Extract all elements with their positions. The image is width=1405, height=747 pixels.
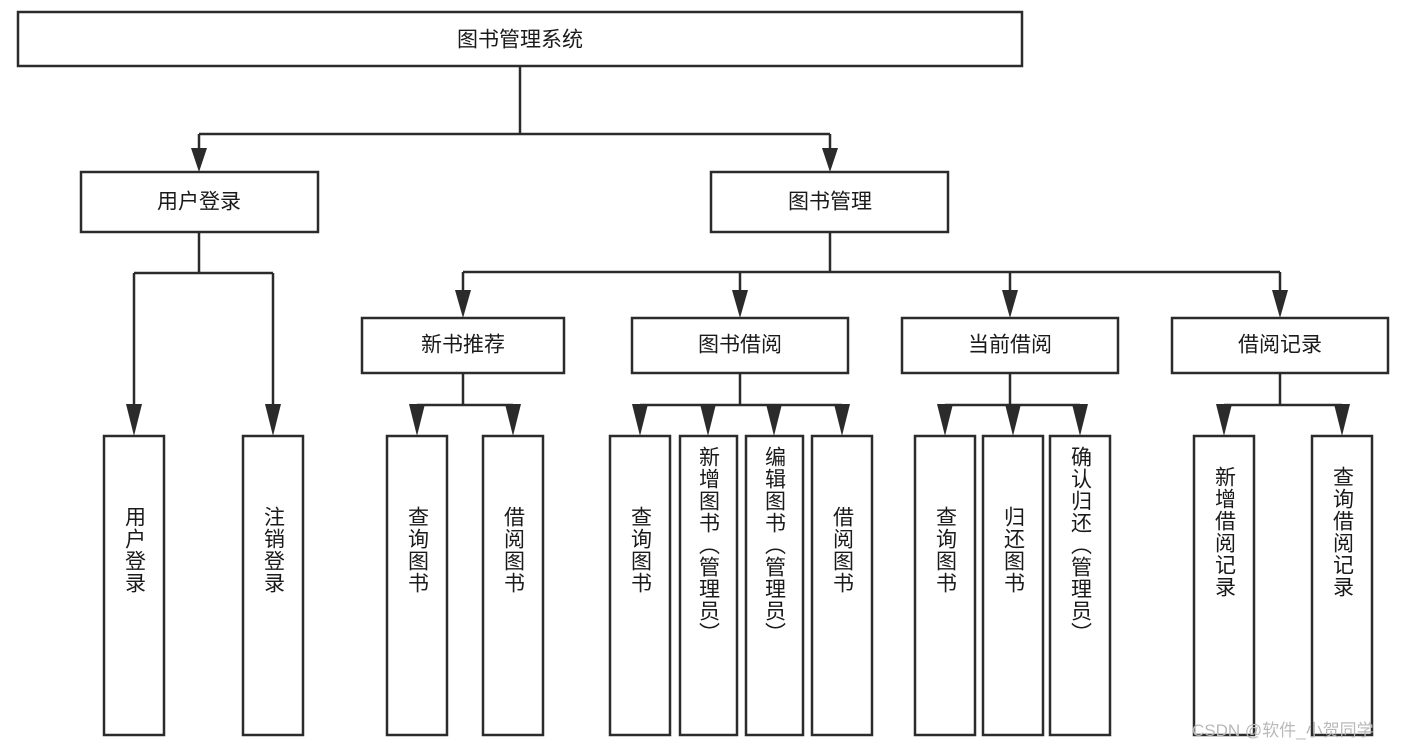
node-box-current-borrow[interactable] <box>900 316 1120 375</box>
node-box-leaf-user-login[interactable] <box>102 434 166 737</box>
arrow-to-leaf-return-book <box>1005 404 1021 436</box>
arrow-to-leaf-logout <box>265 404 281 436</box>
node-box-leaf-add-book[interactable] <box>678 434 739 737</box>
node-label-leaf-logout: 注销登录 <box>261 506 285 594</box>
arrow-to-current-borrow <box>1002 290 1018 318</box>
node-box-book-borrow[interactable] <box>630 316 850 375</box>
node-box-leaf-query-record[interactable] <box>1310 434 1374 737</box>
connector-group-root <box>191 66 838 172</box>
node-label-root: 图书管理系统 <box>457 29 583 52</box>
connector-group-new-book-recommend <box>409 373 521 436</box>
arrow-to-leaf-borrow-book-1 <box>505 404 521 436</box>
node-label-leaf-confirm-return: 确认归还（管理员） <box>1068 446 1092 644</box>
node-label-book-management: 图书管理 <box>788 191 872 214</box>
node-label-leaf-borrow-book-1: 借阅图书 <box>501 506 525 594</box>
node-box-leaf-add-record[interactable] <box>1192 434 1256 737</box>
node-box-leaf-borrow-book-1[interactable] <box>481 434 545 737</box>
node-box-leaf-edit-book[interactable] <box>744 434 805 737</box>
arrow-to-book-borrow <box>732 290 748 318</box>
arrow-to-borrow-record <box>1272 290 1288 318</box>
node-label-leaf-return-book: 归还图书 <box>1001 506 1025 594</box>
arrow-to-leaf-edit-book <box>766 404 782 436</box>
arrow-to-book-management <box>822 148 838 172</box>
node-label-borrow-record: 借阅记录 <box>1238 334 1322 357</box>
node-label-leaf-add-record: 新增借阅记录 <box>1212 466 1236 598</box>
node-box-leaf-confirm-return[interactable] <box>1048 434 1112 737</box>
arrow-to-new-book-recommend <box>455 290 471 318</box>
node-box-new-book-recommend[interactable] <box>360 316 566 375</box>
arrow-to-leaf-add-book <box>700 404 716 436</box>
node-label-leaf-add-book: 新增图书（管理员） <box>696 446 720 644</box>
arrow-to-leaf-add-record <box>1216 404 1232 436</box>
node-box-user-login[interactable] <box>79 170 320 234</box>
node-label-new-book-recommend: 新书推荐 <box>421 334 505 357</box>
node-label-leaf-query-record: 查询借阅记录 <box>1330 466 1354 598</box>
node-label-leaf-query-book-2: 查询图书 <box>628 506 652 594</box>
arrow-to-leaf-query-book-3 <box>937 404 953 436</box>
arrow-to-leaf-borrow-book-2 <box>834 404 850 436</box>
connector-group-current-borrow <box>937 373 1088 436</box>
node-box-root[interactable] <box>16 10 1024 68</box>
node-box-leaf-query-book-1[interactable] <box>385 434 449 737</box>
arrow-to-user-login <box>191 148 207 172</box>
csdn-watermark: CSDN @软件_小贺同学 <box>1192 721 1374 740</box>
node-box-leaf-return-book[interactable] <box>981 434 1045 737</box>
node-label-leaf-borrow-book-2: 借阅图书 <box>830 506 854 594</box>
connector-group-borrow-record <box>1216 373 1350 436</box>
node-label-leaf-edit-book: 编辑图书（管理员） <box>762 446 786 644</box>
node-box-book-management[interactable] <box>709 170 950 234</box>
node-label-user-login: 用户登录 <box>157 191 241 214</box>
arrow-to-leaf-query-book-1 <box>409 404 425 436</box>
connector-group-book-management <box>455 232 1288 318</box>
arrow-to-leaf-confirm-return <box>1072 404 1088 436</box>
node-box-leaf-logout[interactable] <box>241 434 305 737</box>
connector-group-user-login <box>126 232 281 436</box>
arrow-to-leaf-query-book-2 <box>632 404 648 436</box>
node-label-current-borrow: 当前借阅 <box>968 334 1052 357</box>
arrow-to-leaf-query-record <box>1334 404 1350 436</box>
node-label-leaf-query-book-1: 查询图书 <box>405 506 429 594</box>
node-box-leaf-borrow-book-2[interactable] <box>810 434 874 737</box>
node-box-borrow-record[interactable] <box>1170 316 1390 375</box>
node-label-leaf-query-book-3: 查询图书 <box>933 506 957 594</box>
node-label-book-borrow: 图书借阅 <box>698 334 782 357</box>
node-box-leaf-query-book-3[interactable] <box>913 434 977 737</box>
arrow-to-leaf-user-login <box>126 404 142 436</box>
connector-group-book-borrow <box>632 373 850 436</box>
node-box-leaf-query-book-2[interactable] <box>608 434 672 737</box>
node-label-leaf-user-login: 用户登录 <box>122 506 146 594</box>
